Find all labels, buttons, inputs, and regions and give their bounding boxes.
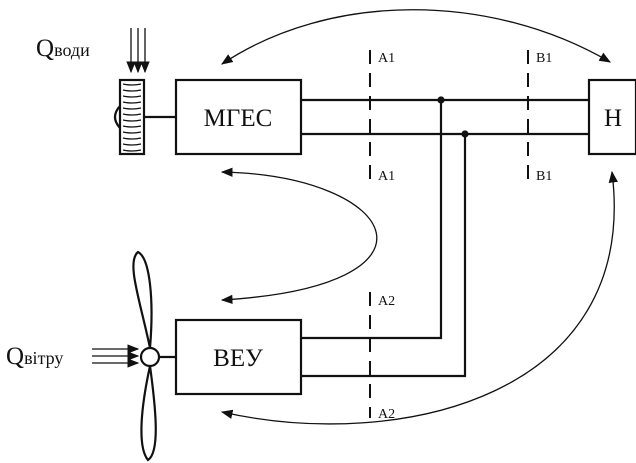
arrow-mges-load xyxy=(221,9,612,65)
water-turbine-icon xyxy=(113,78,176,156)
section-a1-bottom-label: A1 xyxy=(378,169,395,184)
section-a1-top-label: A1 xyxy=(378,51,395,66)
transmission-lines xyxy=(301,96,589,378)
arrow-veu-load xyxy=(220,170,618,425)
mges-label: МГЕС xyxy=(204,105,273,132)
section-b1-bottom-label: B1 xyxy=(536,169,552,184)
section-a2: A2 A2 xyxy=(369,292,395,422)
arrow-mges-veu xyxy=(220,167,378,305)
water-flow-arrows xyxy=(126,28,150,74)
mges-block: МГЕС xyxy=(174,78,303,156)
veu-block: ВЕУ xyxy=(174,318,303,396)
section-b1: B1 B1 xyxy=(527,50,552,188)
load-block: Н xyxy=(587,78,636,156)
section-a2-top-label: A2 xyxy=(378,294,395,309)
section-b1-top-label: B1 xyxy=(536,51,552,66)
interaction-arrows xyxy=(220,9,618,425)
wind-flow-label: Qвітру xyxy=(6,343,63,370)
water-flow-label: Qводи xyxy=(36,35,90,62)
section-a1: A1 A1 xyxy=(369,50,395,188)
wind-flow-arrows xyxy=(92,344,140,368)
load-label: Н xyxy=(604,105,622,132)
veu-label: ВЕУ xyxy=(213,345,263,372)
wind-turbine-icon xyxy=(132,250,176,462)
